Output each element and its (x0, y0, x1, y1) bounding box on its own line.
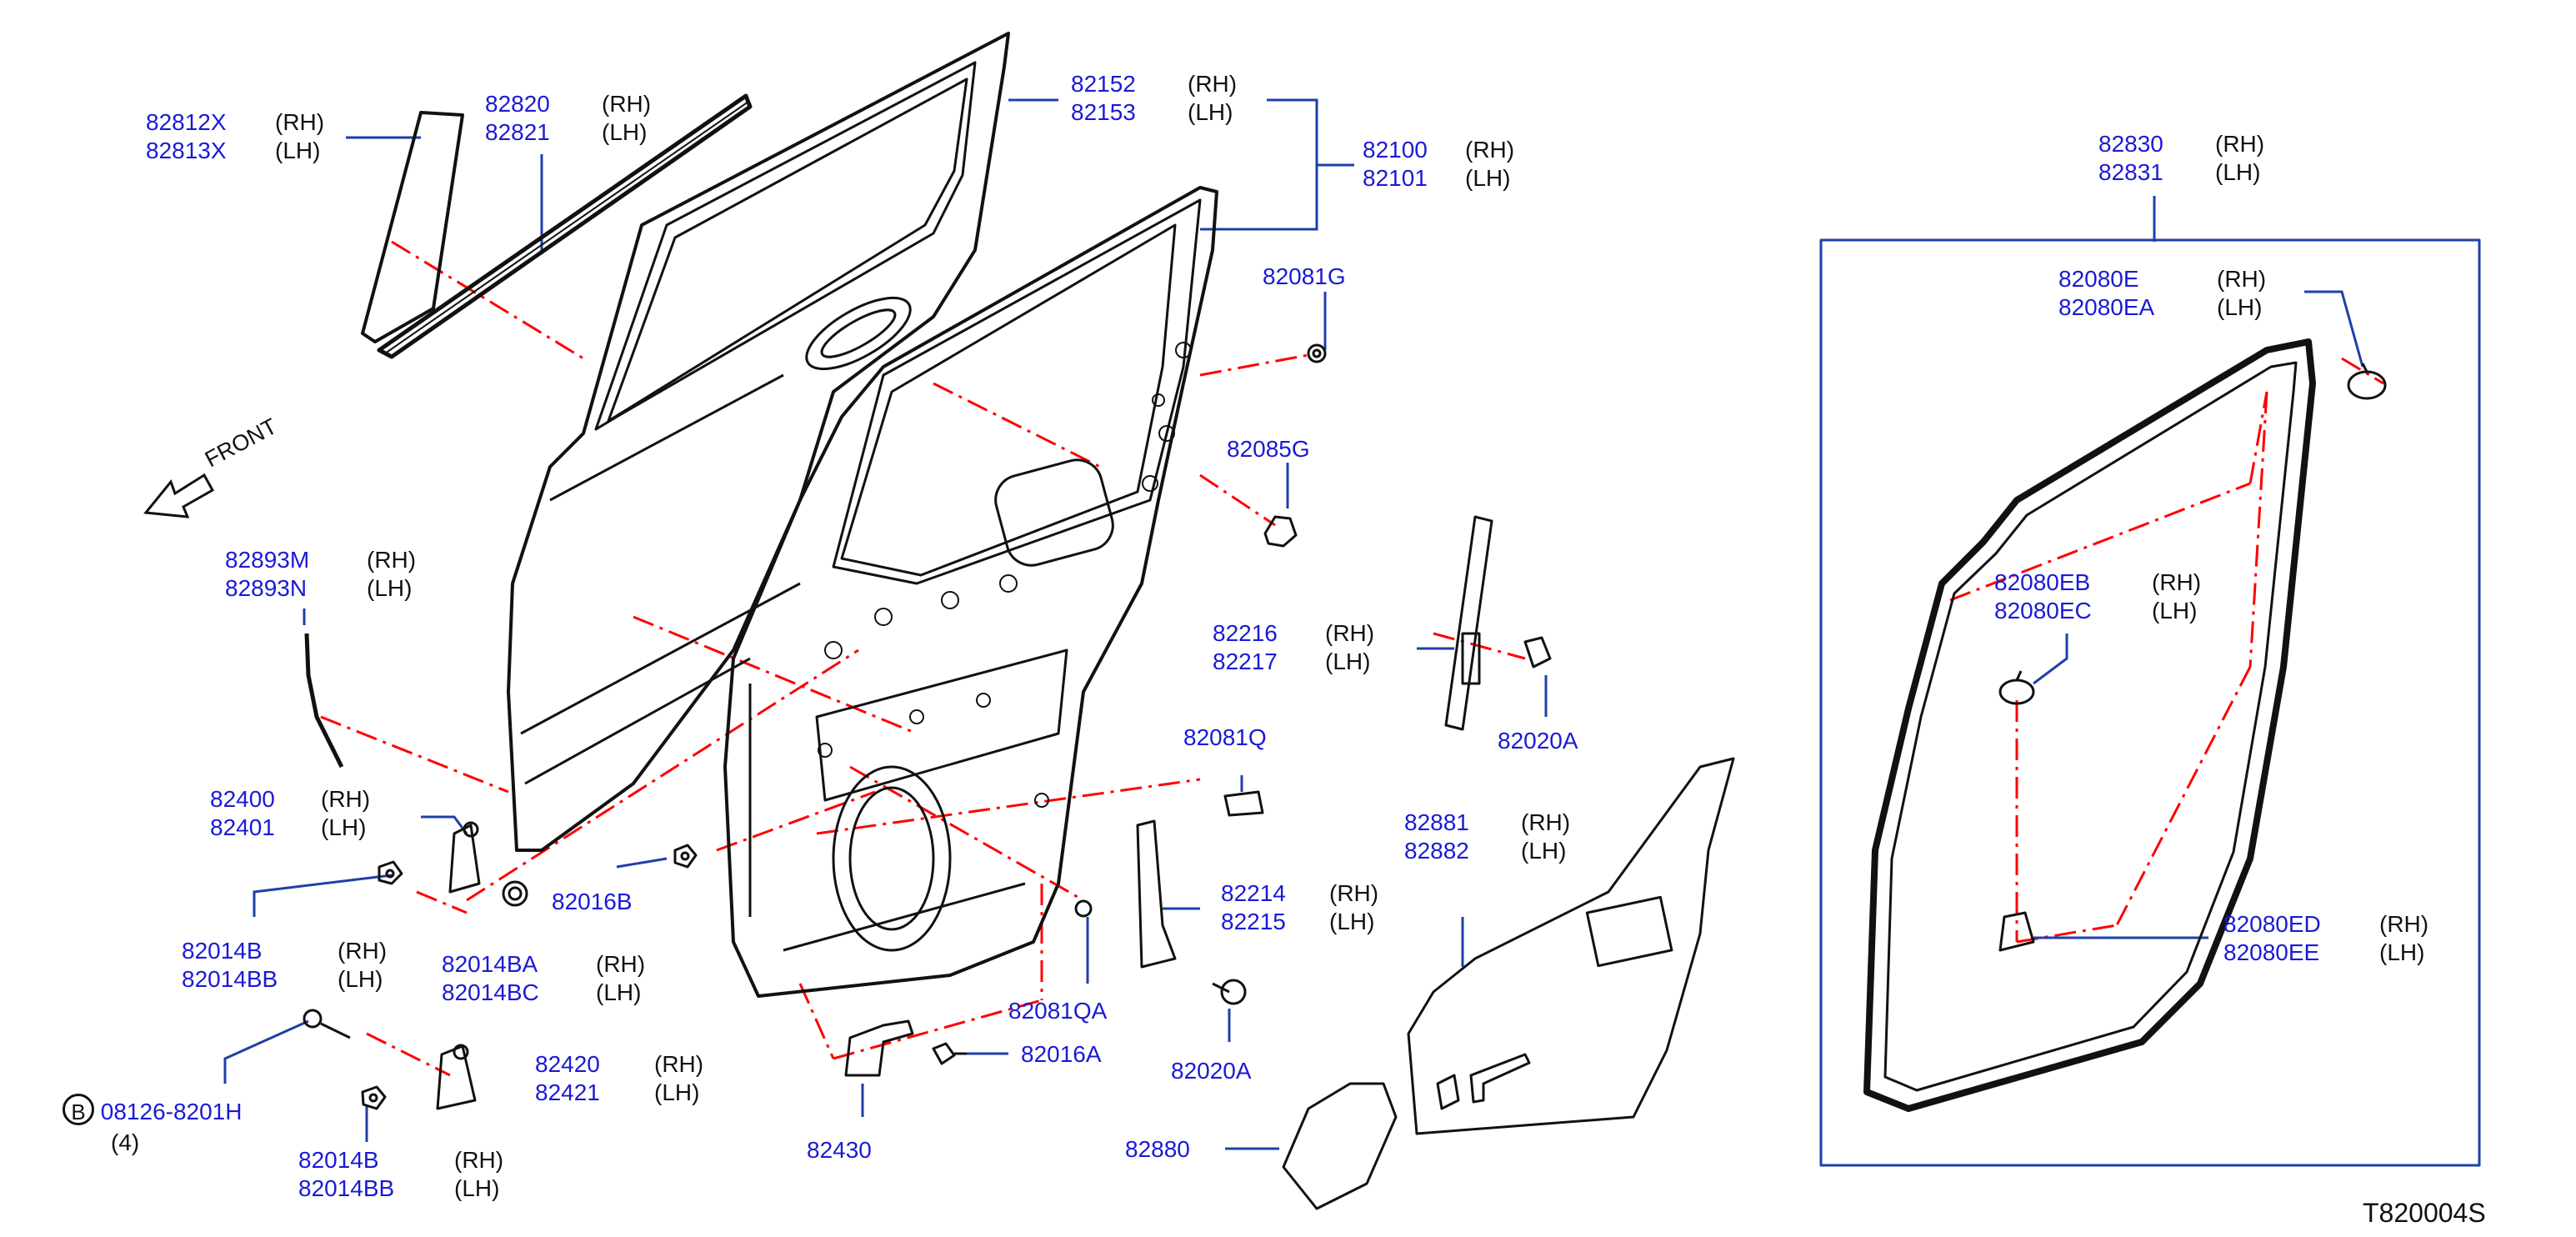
callout-82881-side: (RH)(LH) (1521, 809, 1571, 864)
front-arrow (143, 473, 215, 518)
callout-82214-side: (RH)(LH) (1329, 880, 1379, 934)
callout-82014ba-side: (RH)(LH) (596, 951, 646, 1005)
callout-82216-side: (RH)(LH) (1325, 620, 1375, 674)
callout-82081q-part: 82081Q (1183, 724, 1267, 750)
callout-82420-side: (RH)(LH) (654, 1051, 704, 1105)
callout-82016b-part: 82016B (552, 889, 633, 914)
callout-82830-side: (RH)(LH) (2215, 131, 2265, 185)
callout-82880-part: 82880 (1125, 1136, 1190, 1162)
callout-82820-side: (RH)(LH) (602, 91, 652, 145)
bolt-marker: B (63, 1094, 94, 1125)
callout-82014b-lower-side: (RH)(LH) (454, 1147, 504, 1201)
callout-82020a-upper-part: 82020A (1498, 728, 1578, 754)
callout-82081g-part: 82081G (1263, 263, 1346, 289)
callout-82893m-side: (RH)(LH) (367, 547, 417, 601)
callout-82081qa-part: 82081QA (1008, 998, 1108, 1024)
callout-08126-qty: (4) (111, 1129, 140, 1155)
callout-82080e-side: (RH)(LH) (2217, 266, 2267, 320)
callout-82014b-upper-side: (RH)(LH) (338, 938, 388, 992)
callout-82020a-lower-part: 82020A (1171, 1058, 1252, 1084)
callout-82085g-part: 82085G (1227, 436, 1310, 462)
callout-82812x-side: (RH)(LH) (275, 109, 325, 163)
diagram-code: T820004S (2363, 1198, 2486, 1228)
callout-82100-side: (RH)(LH) (1465, 137, 1515, 191)
callout-82152-side: (RH)(LH) (1188, 71, 1238, 125)
callout-82430-part: 82430 (807, 1137, 872, 1163)
callout-08126-part: B 08126-8201H (63, 1094, 242, 1126)
callout-82016a-part: 82016A (1021, 1041, 1102, 1067)
callout-82080ed-side: (RH)(LH) (2379, 911, 2429, 965)
callout-82400-side: (RH)(LH) (321, 786, 371, 840)
part-outlines (303, 32, 2481, 1210)
leader-lines (223, 98, 2364, 1150)
callout-82080eb-side: (RH)(LH) (2152, 569, 2202, 624)
